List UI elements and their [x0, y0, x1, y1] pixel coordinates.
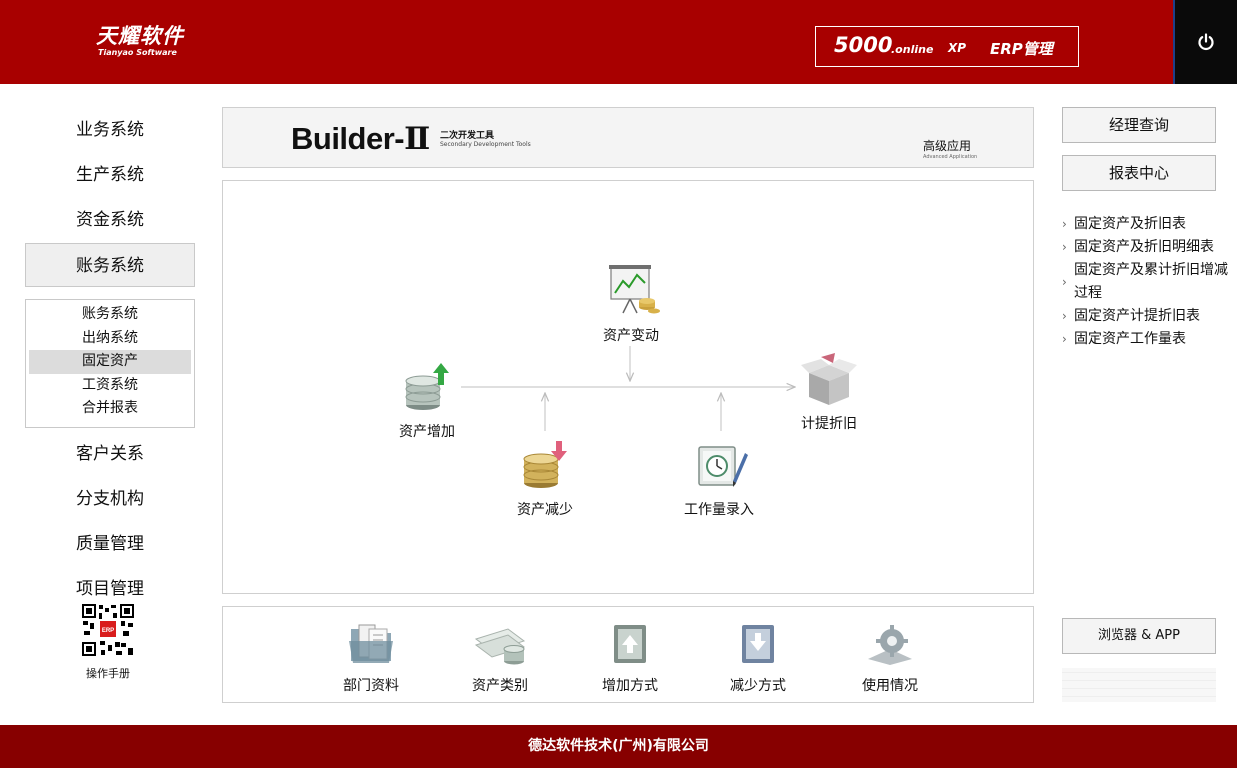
subnav-item-fixed-assets[interactable]: 固定资产 [29, 350, 191, 374]
flow-label-depreciation: 计提折旧 [801, 416, 857, 432]
safe-down-icon [742, 625, 774, 663]
brand-xp: XP [948, 41, 967, 55]
nav-quality-management[interactable]: 质量管理 [76, 534, 144, 554]
chart-easel-icon [609, 265, 660, 314]
report-link-fixed-assets-depreciation[interactable]: › 固定资产及折旧表 [1062, 213, 1237, 236]
toolbar-increase-method[interactable]: 增加方式 [585, 621, 675, 695]
nav-branch-offices[interactable]: 分支机构 [76, 489, 144, 509]
flow-label-asset-reduce: 资产减少 [517, 502, 573, 518]
nav-customer-relations[interactable]: 客户关系 [76, 444, 144, 464]
brand-number: 5000 [834, 33, 893, 57]
chevron-right-icon: › [1062, 274, 1067, 289]
report-link-fixed-assets-depreciation-detail[interactable]: › 固定资产及折旧明细表 [1062, 236, 1237, 259]
manager-query-button[interactable]: 经理查询 [1062, 107, 1216, 143]
flow-label-asset-add: 资产增加 [399, 424, 455, 440]
power-button[interactable] [1173, 0, 1237, 84]
nav-accounting-system[interactable]: 账务系统 [25, 243, 195, 287]
flow-node-depreciation[interactable]: 计提折旧 [769, 351, 889, 433]
top-header: 天耀软件 Tianyao Software 5000 .online XP ER… [0, 0, 1237, 84]
advanced-application-link[interactable]: 高级应用 Advanced Application [923, 139, 978, 160]
flow-node-asset-change[interactable]: 资产变动 [571, 263, 691, 345]
toolbar-label-asset-category: 资产类别 [472, 678, 528, 694]
footer-company: 德达软件技术(广州)有限公司 [528, 738, 709, 754]
toolbar-department-data[interactable]: 部门资料 [326, 621, 416, 695]
clock-pen-icon [698, 446, 748, 487]
report-link-depreciation-accrual[interactable]: › 固定资产计提折旧表 [1062, 305, 1237, 328]
logo-en: Tianyao Software [98, 48, 177, 57]
logo-cn: 天耀软件 [96, 24, 184, 48]
open-box-icon [801, 353, 857, 405]
base-data-toolbar: 部门资料 资产类别 增加方式 减少方式 [222, 606, 1034, 703]
builder-title: Builder-Ⅱ [291, 121, 430, 157]
nav-project-management[interactable]: 项目管理 [76, 579, 144, 599]
flow-node-workload-entry[interactable]: 工作量录入 [659, 437, 779, 519]
gear-icon [868, 625, 912, 665]
decorative-texture [1062, 668, 1216, 702]
brand-online: .online [891, 43, 934, 56]
nav-production-system[interactable]: 生产系统 [76, 165, 144, 185]
report-center-button[interactable]: 报表中心 [1062, 155, 1216, 191]
toolbar-label-increase-method: 增加方式 [602, 678, 658, 694]
report-link-workload[interactable]: › 固定资产工作量表 [1062, 328, 1237, 351]
toolbar-label-usage-status: 使用情况 [862, 678, 918, 694]
cash-stack-icon [474, 628, 526, 665]
builder-banner: Builder-Ⅱ 二次开发工具 Secondary Development T… [222, 107, 1034, 168]
coins-up-arrow-icon [405, 363, 449, 410]
power-icon [1198, 33, 1214, 51]
toolbar-label-decrease-method: 减少方式 [730, 678, 786, 694]
report-links: › 固定资产及折旧表 › 固定资产及折旧明细表 › 固定资产及累计折旧增减过程 … [1062, 213, 1237, 351]
accounting-subnav: 账务系统 出纳系统 固定资产 工资系统 合并报表 [25, 299, 195, 428]
subnav-item-accounting[interactable]: 账务系统 [82, 306, 138, 322]
browser-app-button[interactable]: 浏览器 & APP [1062, 618, 1216, 654]
toolbar-label-department-data: 部门资料 [343, 678, 399, 694]
svg-text:ERP: ERP [102, 628, 114, 634]
flow-connectors [461, 346, 1035, 431]
product-brand-box: 5000 .online XP ERP管理 [815, 26, 1079, 67]
brand-erp: ERP管理 [990, 40, 1053, 58]
toolbar-usage-status[interactable]: 使用情况 [845, 621, 935, 695]
subnav-item-cashier[interactable]: 出纳系统 [82, 329, 138, 346]
report-link-accumulated-depreciation-changes[interactable]: › 固定资产及累计折旧增减过程 [1062, 259, 1237, 305]
nav-business-system[interactable]: 业务系统 [76, 120, 144, 140]
chevron-right-icon: › [1062, 309, 1067, 323]
flow-node-asset-add[interactable]: 资产增加 [367, 359, 487, 441]
builder-subtitle: 二次开发工具 Secondary Development Tools [440, 131, 531, 148]
qr-code-icon[interactable]: ERP [81, 603, 135, 657]
toolbar-asset-category[interactable]: 资产类别 [455, 621, 545, 695]
nav-fund-system[interactable]: 资金系统 [76, 210, 144, 230]
chevron-right-icon: › [1062, 240, 1067, 254]
flow-label-workload-entry: 工作量录入 [684, 502, 754, 518]
toolbar-decrease-method[interactable]: 减少方式 [713, 621, 803, 695]
folder-documents-icon [349, 624, 393, 663]
chevron-right-icon: › [1062, 332, 1067, 346]
fixed-asset-flow-panel: 资产变动 资产增加 计提折旧 [222, 180, 1034, 594]
subnav-item-consolidated-report[interactable]: 合并报表 [82, 400, 138, 416]
company-logo: 天耀软件 Tianyao Software [96, 24, 184, 57]
subnav-item-payroll[interactable]: 工资系统 [82, 376, 138, 393]
safe-up-icon [614, 625, 646, 663]
flow-label-asset-change: 资产变动 [603, 328, 659, 344]
coins-down-arrow-icon [523, 441, 567, 488]
footer-bar: 德达软件技术(广州)有限公司 [0, 725, 1237, 768]
manual-label[interactable]: 操作手册 [86, 667, 130, 680]
chevron-right-icon: › [1062, 217, 1067, 231]
flow-node-asset-reduce[interactable]: 资产减少 [485, 437, 605, 519]
